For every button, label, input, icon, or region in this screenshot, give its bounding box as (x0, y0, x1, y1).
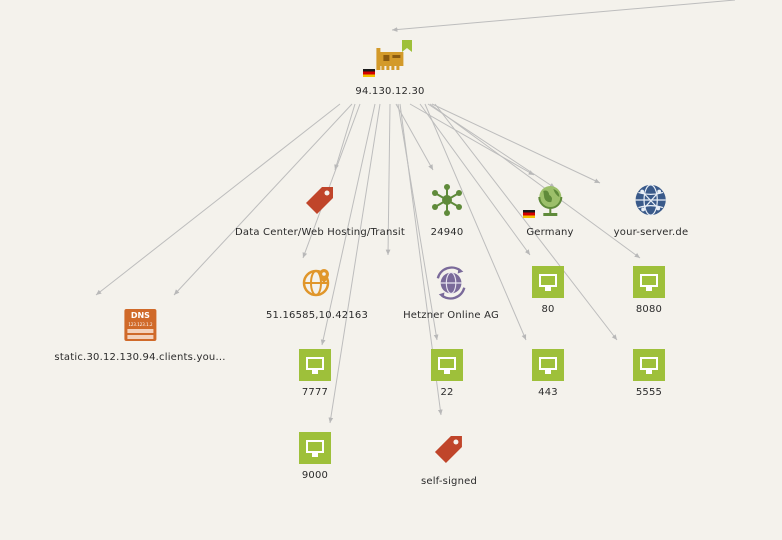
node-port-9000[interactable]: 9000 (299, 432, 331, 481)
graph-edge (419, 103, 531, 256)
node-tag-hosting[interactable]: Data Center/Web Hosting/Transit (235, 183, 405, 238)
node-label: 24940 (430, 227, 464, 238)
graph-edge (434, 103, 618, 341)
node-label: static.30.12.130.94.clients.you... (54, 352, 226, 363)
node-coords[interactable]: 51.16585,10.42163 (266, 266, 368, 321)
node-org[interactable]: Hetzner Online AG (403, 266, 499, 321)
graph-edge (334, 103, 356, 171)
node-label: 7777 (301, 387, 329, 398)
graph-edge (320, 103, 376, 346)
ethernet-port-icon (633, 266, 665, 298)
network-card-icon (375, 48, 403, 70)
organization-icon (436, 266, 466, 300)
node-country[interactable]: Germany (526, 183, 573, 238)
location-globe-icon (302, 269, 330, 297)
graph-edge (424, 103, 527, 341)
graph-edge (397, 103, 439, 341)
node-label: 5555 (635, 387, 663, 398)
node-label: 80 (541, 304, 555, 315)
edge-layer (95, 0, 736, 424)
graph-edge (431, 103, 601, 184)
graph-edge (95, 103, 341, 296)
dns-server-icon: DNS 123.123.1.2 (124, 309, 156, 341)
node-root-label: 94.130.12.30 (355, 86, 425, 97)
node-label: 8080 (635, 304, 663, 315)
dns-icon-title: DNS (130, 311, 149, 320)
graph-edge (429, 103, 641, 259)
ethernet-port-icon (431, 349, 463, 381)
node-port-22[interactable]: 22 (431, 349, 463, 398)
tag-icon (306, 187, 333, 214)
node-port-7777[interactable]: 7777 (299, 349, 331, 398)
node-label: Hetzner Online AG (403, 310, 499, 321)
ethernet-port-icon (633, 349, 665, 381)
graph-edge (395, 103, 434, 171)
node-label: 443 (538, 387, 558, 398)
ethernet-port-icon (532, 349, 564, 381)
tag-icon (434, 436, 462, 463)
node-root-ip[interactable]: 94.130.12.30 (355, 42, 424, 97)
node-domain[interactable]: your-server.de (614, 183, 689, 238)
graph-edge (409, 103, 535, 176)
node-label: your-server.de (613, 227, 689, 238)
node-label: 9000 (301, 470, 329, 481)
node-label: 22 (440, 387, 454, 398)
node-port-5555[interactable]: 5555 (633, 349, 665, 398)
node-port-80[interactable]: 80 (532, 266, 564, 315)
node-dns[interactable]: DNS 123.123.1.2 static.30.12.130.94.clie… (54, 308, 225, 363)
germany-flag-icon (363, 69, 375, 77)
ethernet-port-icon (299, 349, 331, 381)
node-asn[interactable]: 24940 (430, 183, 464, 238)
network-globe-icon (635, 184, 667, 216)
germany-flag-icon (523, 210, 535, 218)
asn-hub-icon (432, 184, 462, 216)
node-label: Germany (526, 227, 574, 238)
ethernet-port-icon (532, 266, 564, 298)
graph-edge (391, 0, 736, 32)
node-port-443[interactable]: 443 (532, 349, 564, 398)
graph-edge (173, 103, 353, 296)
globe-icon (538, 186, 562, 216)
node-label: Data Center/Web Hosting/Transit (235, 227, 405, 238)
graph-edge (302, 103, 361, 259)
node-port-8080[interactable]: 8080 (633, 266, 665, 315)
bookmark-icon (402, 40, 412, 52)
ethernet-port-icon (299, 432, 331, 464)
dns-icon-subtitle: 123.123.1.2 (128, 322, 153, 327)
node-label: self-signed (420, 476, 478, 487)
node-tag-selfsigned[interactable]: self-signed (421, 432, 477, 487)
graph-edge (328, 103, 381, 424)
graph-edge (385, 103, 391, 256)
node-label: 51.16585,10.42163 (265, 310, 369, 321)
